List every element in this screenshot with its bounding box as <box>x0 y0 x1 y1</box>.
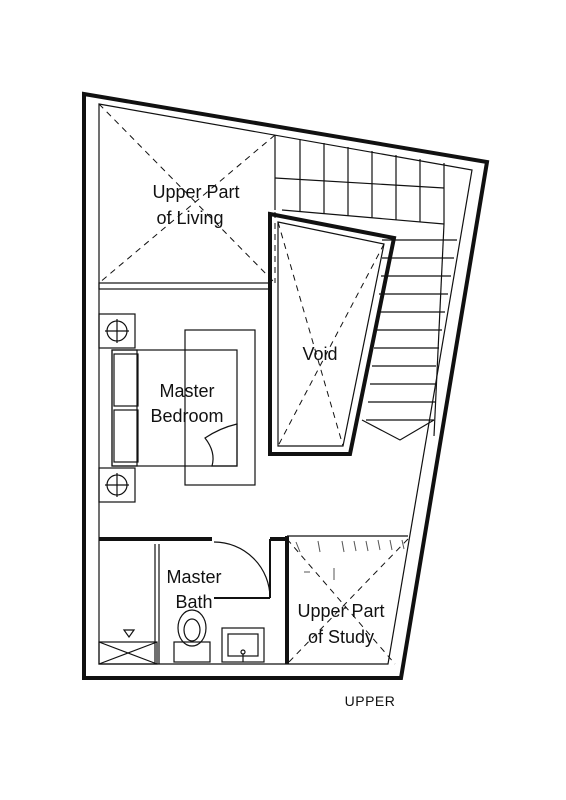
room-label-bath-1: Master <box>166 567 221 587</box>
room-label-bedroom-2: Bedroom <box>150 406 223 426</box>
room-label-bath-2: Bath <box>175 592 212 612</box>
room-label-void: Void <box>302 344 337 364</box>
interior-walls <box>99 535 408 664</box>
room-label-bedroom-1: Master <box>159 381 214 401</box>
bath-door <box>213 541 271 599</box>
bedside-lamp-bottom <box>98 467 136 503</box>
study-void-area <box>286 538 409 665</box>
staircase <box>274 135 457 441</box>
basin <box>221 627 265 663</box>
room-label-living-1: Upper Part <box>152 182 239 202</box>
floor-label: UPPER <box>345 693 396 709</box>
shower-partition <box>98 544 160 665</box>
toilet <box>173 609 211 663</box>
void-shaft <box>268 211 397 456</box>
room-label-study-2: of Study <box>308 627 374 647</box>
room-label-living-2: of Living <box>156 208 223 228</box>
bedside-lamp-top <box>98 313 136 349</box>
master-bed <box>111 329 256 486</box>
room-label-study-1: Upper Part <box>297 601 384 621</box>
